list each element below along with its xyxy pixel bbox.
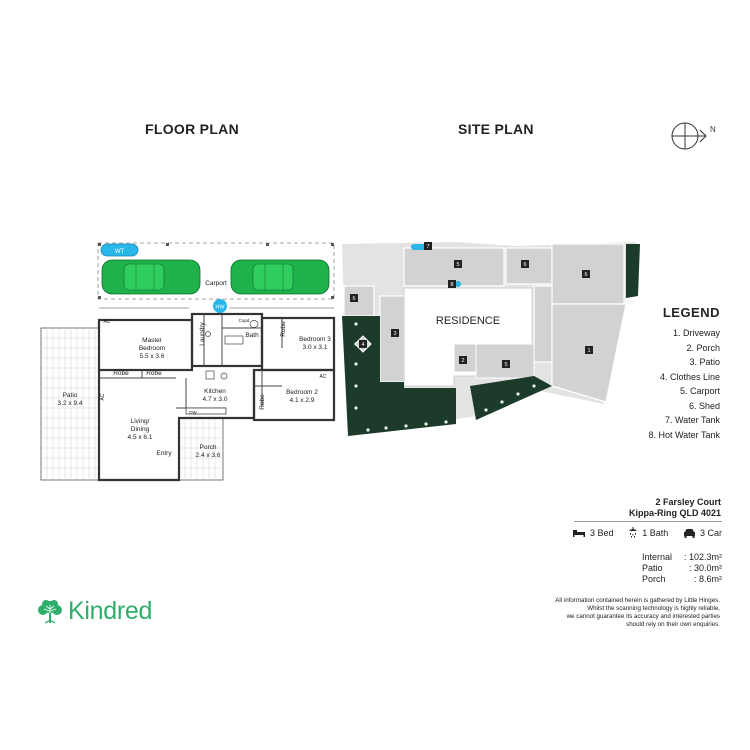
room-robe-b2: Robe (259, 394, 266, 410)
disclaimer-line: we cannot guarantee its accuracy and int… (566, 613, 720, 620)
legend-item: 2. Porch (686, 342, 720, 353)
legend-item: 6. Shed (688, 400, 720, 411)
area-label: Porch (642, 574, 666, 584)
area-value: : 102.3m² (683, 552, 722, 562)
legend-title: LEGEND (662, 305, 720, 320)
disclaimer-line: Whilst the scanning technology is highly… (587, 605, 720, 612)
marker-8: 8 (450, 282, 453, 288)
shower-icon (629, 527, 638, 538)
address-line1: 2 Farsley Court (655, 497, 721, 507)
floor-plan: WT Carport HW (40, 242, 336, 482)
area-value: : 30.0m² (688, 563, 722, 573)
marker-6c: 6 (584, 272, 587, 278)
marker-1: 1 (587, 348, 590, 354)
cars-label: 3 Car (699, 528, 722, 538)
beds-label: 3 Bed (590, 528, 614, 538)
marker-5a: 5 (456, 262, 459, 268)
area-row: Patio : 30.0m² (642, 563, 722, 574)
carport-label: Carport (205, 280, 227, 287)
address-rule (574, 521, 722, 522)
area-label: Internal (642, 552, 673, 562)
areas: Internal : 102.3m² Patio : 30.0m² Porch : 8… (642, 552, 722, 585)
disclaimer: All information contained herein is gath… (520, 597, 720, 629)
room-robe-1: Robe (113, 370, 129, 377)
baths-label: 1 Bath (642, 528, 669, 538)
area-row: Porch : 8.6m² (642, 574, 722, 585)
beds-feature: 3 Bed (572, 527, 614, 539)
residence-label: RESIDENCE (436, 315, 500, 327)
features-row: 3 Bed 1 Bath 3 Car (572, 527, 722, 539)
porch-deck (178, 417, 224, 481)
disclaimer-line: should rely on their own enquiries. (626, 621, 720, 628)
room-entry: Entry (156, 450, 172, 457)
marker-3: 3 (393, 331, 396, 337)
room-robe-b3: Robe (280, 321, 287, 337)
area-row: Internal : 102.3m² (642, 552, 722, 563)
patio-deck (40, 327, 100, 481)
car-right-icon (230, 259, 330, 295)
car-left-icon (101, 259, 201, 295)
room-laundry: Laundry (199, 322, 206, 346)
floor-plan-title: FLOOR PLAN (145, 121, 239, 137)
disclaimer-line: All information contained herein is gath… (555, 597, 720, 604)
ac-label-1: AC (103, 319, 111, 325)
baths-feature: 1 Bath (628, 527, 668, 539)
north-label: N (710, 125, 716, 134)
ac-label-2: AC (100, 393, 106, 401)
room-bath: Bath (245, 332, 259, 339)
hot-water-icon: HW (213, 299, 227, 313)
room-cupd: Cupd (238, 318, 250, 323)
brand-name: Kindred (68, 597, 153, 625)
address: 2 Farsley Court Kippa-Ring QLD 4021 (590, 497, 721, 519)
water-tank-icon: WT (100, 243, 139, 257)
legend-list: 1. Driveway 2. Porch 3. Patio 4. Clothes… (610, 326, 720, 442)
marker-4: 4 (361, 342, 364, 348)
legend-item: 1. Driveway (672, 328, 720, 338)
marker-6b: 6 (523, 262, 526, 268)
area-value: : 8.6m² (693, 574, 722, 584)
area-label: Patio (642, 563, 663, 573)
site-plan: RESIDENCE 1 2 3 4 5 5 6 6 6 7 8 (342, 242, 640, 436)
room-dw: DW (189, 410, 197, 415)
marker-6a: 6 (352, 296, 355, 302)
marker-2: 2 (461, 358, 464, 364)
wt-label: WT (115, 249, 125, 255)
legend-item: 4. Clothes Line (659, 371, 720, 382)
cars-feature: 3 Car (683, 527, 722, 539)
marker-7: 7 (426, 244, 429, 250)
legend-item: 7. Water Tank (664, 415, 720, 425)
north-arrow-icon: N (671, 122, 716, 150)
address-line2: Kippa-Ring QLD 4021 (628, 508, 721, 518)
ac-label-3: AC (319, 374, 327, 380)
marker-5b: 5 (504, 362, 507, 368)
site-plan-title: SITE PLAN (458, 121, 534, 137)
tree-logo-icon (38, 599, 62, 623)
car-icon (683, 529, 695, 538)
bed-icon (573, 530, 585, 537)
room-robe-2: Robe (146, 370, 162, 377)
legend-item: 8. Hot Water Tank (648, 429, 720, 440)
hw-label: HW (215, 305, 225, 311)
brand-logo: Kindred (36, 597, 152, 626)
legend-item: 5. Carport (679, 386, 720, 396)
legend-item: 3. Patio (689, 357, 720, 367)
